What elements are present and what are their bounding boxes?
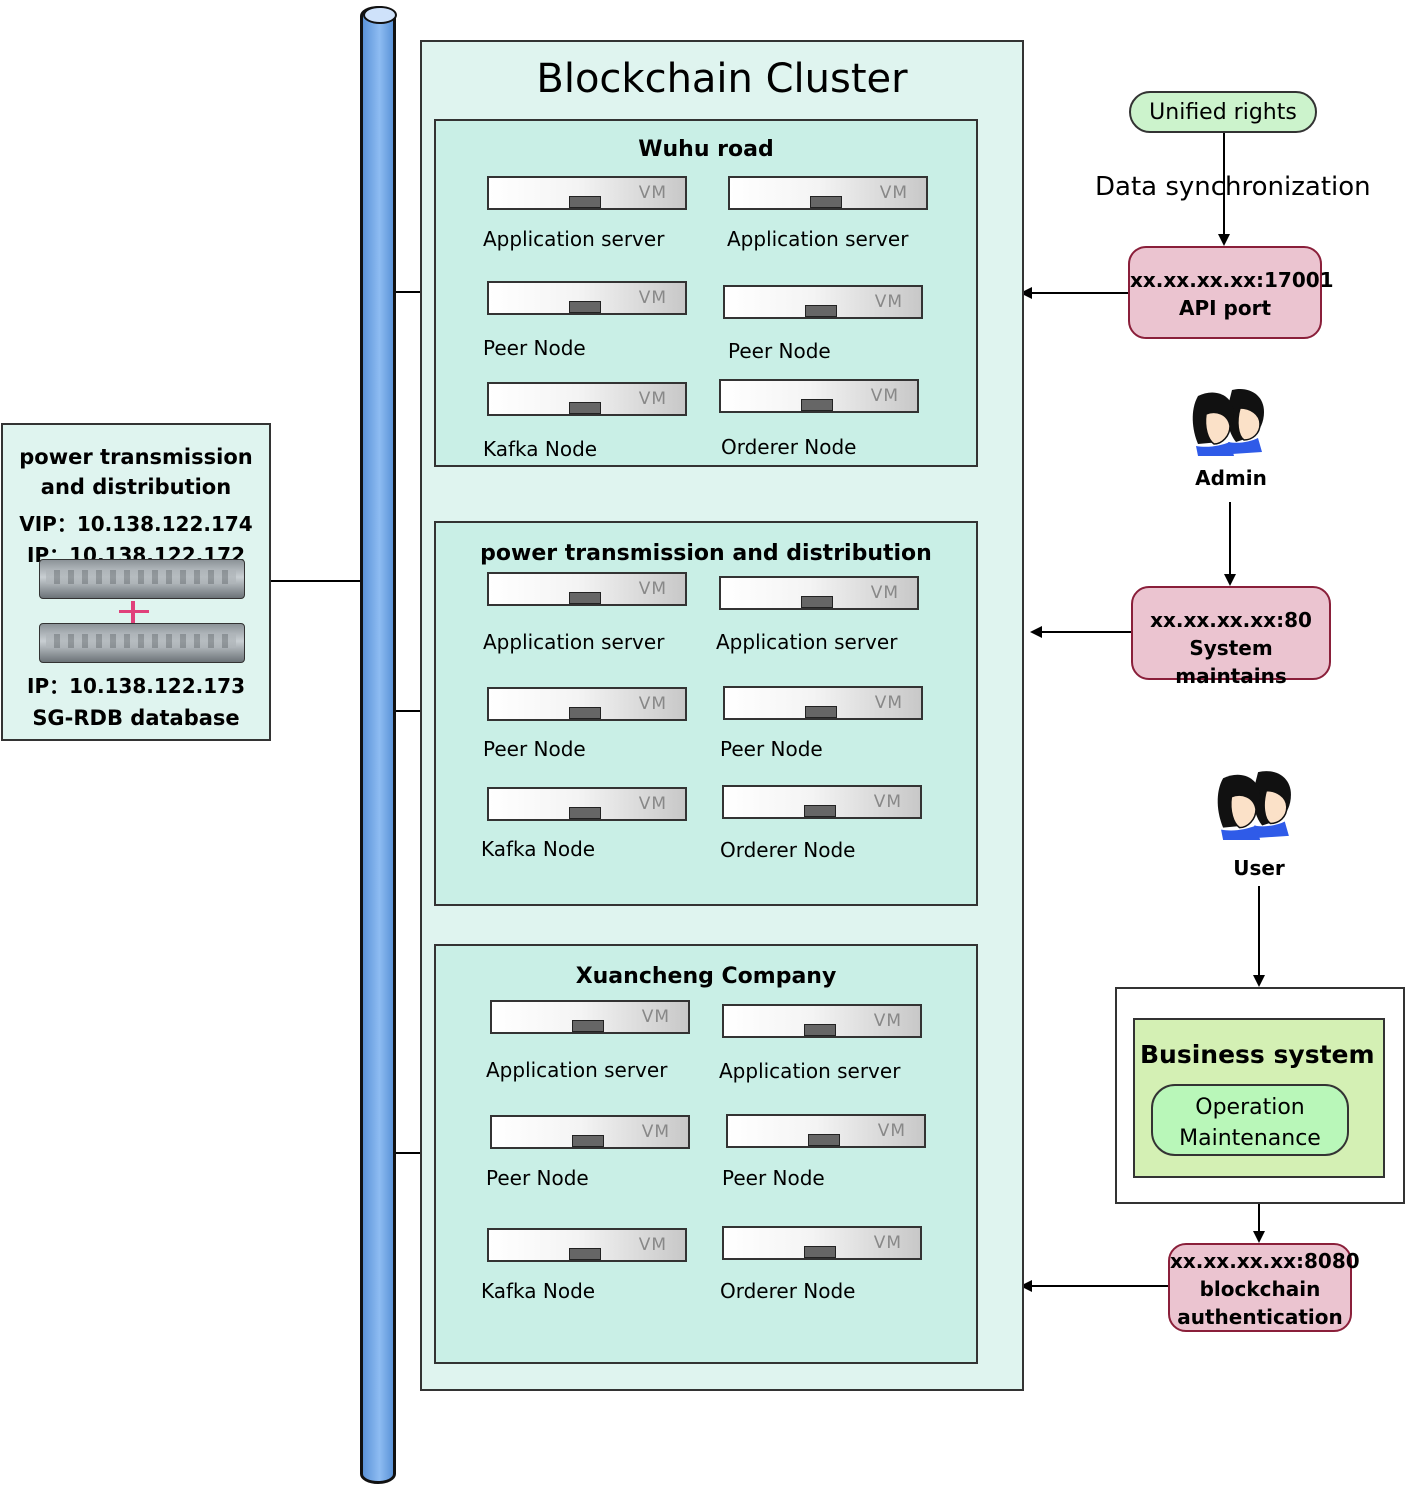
database-box: power transmission and distribution VIP：… bbox=[1, 423, 271, 741]
api-port-addr: xx.xx.xx.xx:17001 bbox=[1130, 268, 1334, 292]
auth-addr: xx.xx.xx.xx:8080 bbox=[1170, 1249, 1360, 1273]
db-title-line2: and distribution bbox=[40, 475, 232, 499]
node-label: Peer Node bbox=[720, 737, 823, 761]
vm-server-icon: VM bbox=[490, 1000, 690, 1034]
api-port-label: API port bbox=[1178, 296, 1272, 320]
sys-label: System maintains bbox=[1175, 636, 1287, 688]
vm-server-icon: VM bbox=[722, 1226, 922, 1260]
user-label: User bbox=[1233, 856, 1285, 880]
auth-line3: authentication bbox=[1177, 1305, 1343, 1329]
unified-rights-node: Unified rights bbox=[1129, 91, 1317, 133]
auth-line2: blockchain bbox=[1199, 1277, 1321, 1301]
blockchain-auth-box: xx.xx.xx.xx:8080 blockchain authenticati… bbox=[1168, 1243, 1360, 1332]
node-label: Application server bbox=[719, 1059, 901, 1083]
vm-server-icon: VM bbox=[487, 281, 687, 315]
db-link-bar bbox=[119, 610, 149, 613]
vm-server-icon: VM bbox=[487, 176, 687, 210]
business-system-title: Business system bbox=[1140, 1040, 1375, 1069]
node-label: Application server bbox=[483, 630, 665, 654]
db-server-rack-1 bbox=[39, 559, 245, 599]
vm-server-icon: VM bbox=[722, 1004, 922, 1038]
api-port-box: xx.xx.xx.xx:17001 API port bbox=[1128, 246, 1334, 339]
node-label: Orderer Node bbox=[721, 435, 857, 459]
vm-server-icon: VM bbox=[723, 686, 923, 720]
node-label: Orderer Node bbox=[720, 1279, 856, 1303]
vm-server-icon: VM bbox=[487, 572, 687, 606]
vm-server-icon: VM bbox=[723, 285, 923, 319]
node-label: Kafka Node bbox=[483, 437, 598, 461]
node-label: Kafka Node bbox=[481, 1279, 596, 1303]
vm-server-icon: VM bbox=[719, 576, 919, 610]
vm-server-icon: VM bbox=[487, 687, 687, 721]
db-name: SG-RDB database bbox=[32, 706, 240, 730]
db-vip: VIP：10.138.122.174 bbox=[19, 512, 253, 536]
user-icon bbox=[1217, 771, 1291, 840]
vm-server-icon: VM bbox=[487, 787, 687, 821]
node-label: Application server bbox=[716, 630, 898, 654]
cluster-title: Blockchain Cluster bbox=[536, 56, 908, 102]
node-label: Peer Node bbox=[483, 336, 586, 360]
node-label: Application server bbox=[486, 1058, 668, 1082]
network-bus-pipe bbox=[360, 6, 396, 1484]
node-label: Application server bbox=[727, 227, 909, 251]
db-server-rack-2 bbox=[39, 623, 245, 663]
operation-maintenance-node: Operation Maintenance bbox=[1151, 1084, 1349, 1156]
site-title: Wuhu road bbox=[638, 137, 774, 162]
db-title-line1: power transmission bbox=[19, 445, 253, 469]
db-ip2: IP：10.138.122.173 bbox=[27, 674, 245, 698]
node-label: Peer Node bbox=[728, 339, 831, 363]
admin-label: Admin bbox=[1195, 466, 1267, 490]
node-label: Peer Node bbox=[486, 1166, 589, 1190]
node-label: Orderer Node bbox=[720, 838, 856, 862]
op-line1: Operation bbox=[1195, 1095, 1305, 1120]
vm-server-icon: VM bbox=[722, 785, 922, 819]
vm-server-icon: VM bbox=[487, 382, 687, 416]
sys-addr: xx.xx.xx.xx:80 bbox=[1150, 608, 1312, 632]
vm-server-icon: VM bbox=[728, 176, 928, 210]
data-sync-label: Data synchronization bbox=[1095, 172, 1371, 202]
node-label: Kafka Node bbox=[481, 837, 596, 861]
network-bus-cap bbox=[363, 6, 397, 24]
node-label: Peer Node bbox=[483, 737, 586, 761]
vm-server-icon: VM bbox=[490, 1115, 690, 1149]
node-label: Peer Node bbox=[722, 1166, 825, 1190]
vm-server-icon: VM bbox=[719, 379, 919, 413]
site-title: power transmission and distribution bbox=[480, 541, 932, 566]
system-maintains-box: xx.xx.xx.xx:80 System maintains bbox=[1131, 586, 1331, 688]
op-line2: Maintenance bbox=[1179, 1126, 1321, 1151]
node-label: Application server bbox=[483, 227, 665, 251]
vm-server-icon: VM bbox=[487, 1228, 687, 1262]
admin-icon bbox=[1192, 388, 1264, 456]
vm-server-icon: VM bbox=[726, 1114, 926, 1148]
site-title: Xuancheng Company bbox=[575, 964, 837, 989]
